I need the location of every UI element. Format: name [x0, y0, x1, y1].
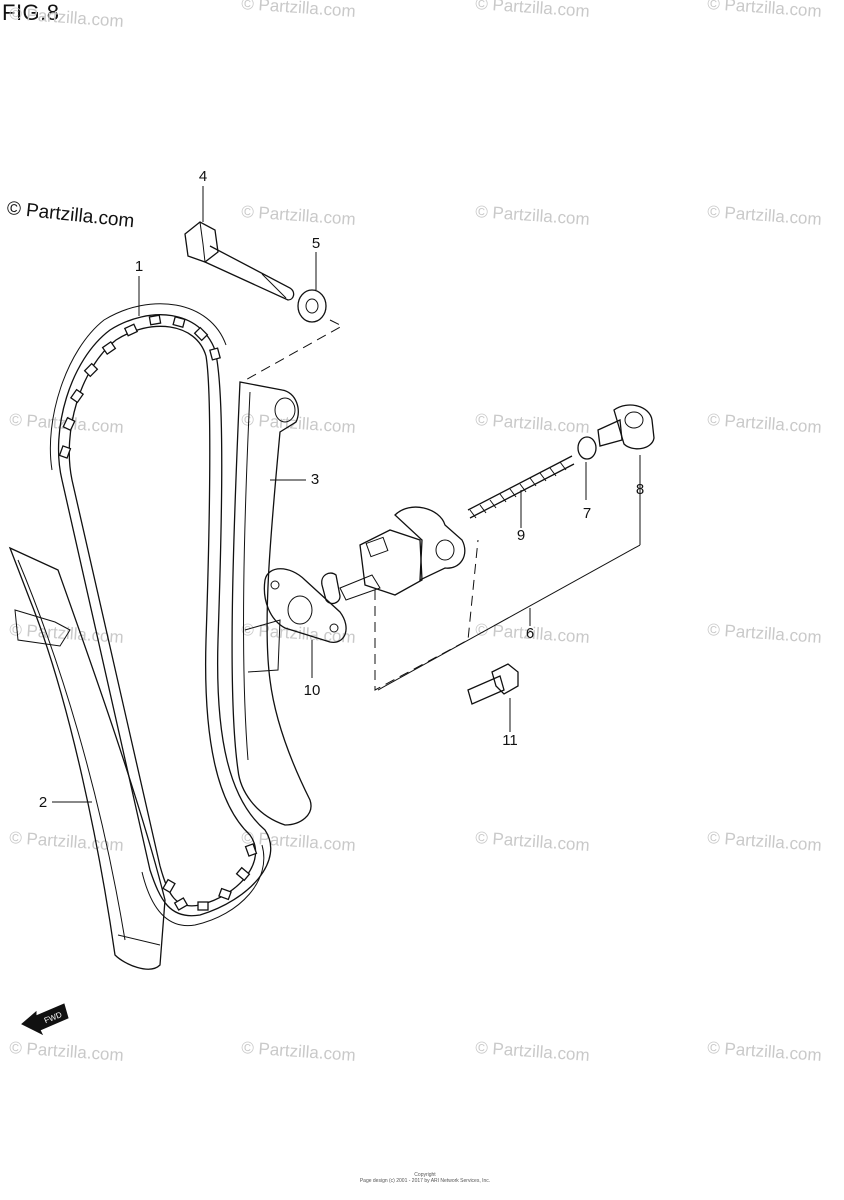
bolt-part-4[interactable] — [184, 186, 295, 301]
callout-11: 11 — [502, 732, 518, 749]
callout-10: 10 — [303, 682, 321, 699]
fwd-arrow-icon: FWD — [21, 1003, 69, 1036]
chain-links-bottom — [162, 843, 258, 911]
callout-8: 8 — [635, 481, 645, 498]
callout-3: 3 — [310, 471, 320, 488]
gasket-part-10[interactable] — [263, 568, 347, 678]
copyright-footer: Copyright Page design (c) 2001 - 2017 by… — [300, 1172, 550, 1184]
footer-line-2: Page design (c) 2001 - 2017 by ARI Netwo… — [359, 1178, 491, 1184]
washer-part-5[interactable] — [297, 252, 327, 323]
callout-1: 1 — [134, 258, 144, 275]
chain-guide-part-3[interactable] — [231, 381, 312, 826]
callout-9: 9 — [516, 527, 526, 544]
figure-title: FIG.8 — [2, 0, 60, 25]
callout-5: 5 — [311, 235, 321, 252]
bolt-part-11[interactable] — [467, 663, 519, 732]
o-ring-part-7[interactable] — [577, 436, 597, 500]
cap-bolt-part-8[interactable] — [597, 404, 655, 450]
chain-guide-part-2[interactable] — [8, 546, 166, 970]
tensioner-assembly-part-6[interactable] — [321, 455, 641, 691]
callout-2: 2 — [38, 794, 48, 811]
chain-links-top — [58, 314, 221, 459]
cam-chain-part-1[interactable] — [49, 303, 272, 927]
footer-line-1: Copyright — [414, 1172, 436, 1178]
spring-part-9[interactable] — [467, 455, 575, 528]
callout-4: 4 — [198, 168, 208, 185]
callout-7: 7 — [582, 505, 592, 522]
callout-6: 6 — [525, 625, 535, 642]
